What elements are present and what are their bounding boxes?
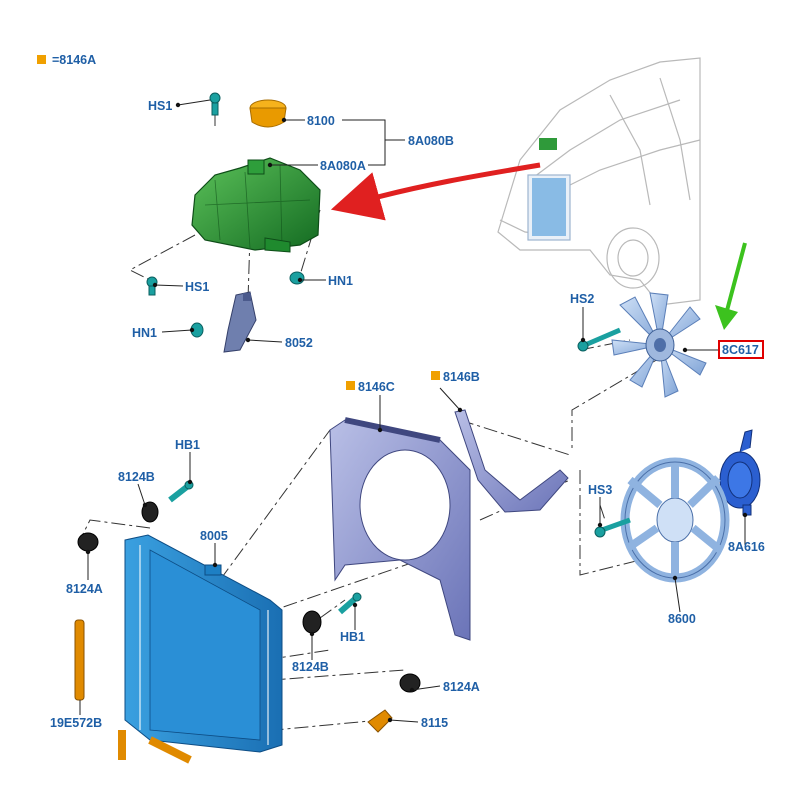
locator-arrow [330, 162, 541, 221]
hose-19e572b [74, 619, 85, 701]
fan-clutch [719, 429, 761, 516]
fan-ring [620, 457, 730, 583]
mount-8124a-left [77, 532, 99, 552]
fastener-hs1-bottom [146, 276, 158, 296]
label-mount-b-mid: 8124B [292, 660, 329, 674]
label-mount-top-left: 8124B [118, 470, 155, 484]
vehicle-tank-highlight [539, 138, 557, 150]
label-hb1-mid: HB1 [340, 630, 365, 644]
nut-hn1-right [289, 271, 305, 285]
fan [611, 292, 707, 398]
label-cap: 8100 [307, 114, 335, 128]
vehicle-illustration [497, 57, 701, 306]
cap [249, 99, 287, 128]
label-mount-a-left: 8124A [66, 582, 103, 596]
leader-dots [85, 102, 748, 723]
mount-8124a-right [399, 673, 421, 693]
label-hb1-top: HB1 [175, 438, 200, 452]
legend-text: =8146A [52, 53, 96, 67]
leader-lines [79, 99, 746, 723]
label-bracket: 8052 [285, 336, 313, 350]
fastener-hs1-top [209, 92, 221, 116]
label-hose-left: 19E572B [50, 716, 102, 730]
label-hs2: HS2 [570, 292, 594, 306]
label-fan-ring: 8600 [668, 612, 696, 626]
sensor-8115 [367, 709, 393, 733]
legend-marker [37, 55, 46, 64]
label-hn1-right: HN1 [328, 274, 353, 288]
bolt-hb1-mid [338, 592, 362, 615]
mount-8124b-mid [302, 610, 322, 634]
label-hs3: HS3 [588, 483, 612, 497]
coolant-tank [191, 157, 321, 253]
label-tank-group: 8A080B [408, 134, 454, 148]
bolt-hs2 [577, 327, 621, 352]
label-hn1-left: HN1 [132, 326, 157, 340]
mount-8124b-top [141, 501, 159, 523]
fan-label-highlight [718, 340, 764, 359]
bracket [223, 291, 257, 353]
label-mount-a-right: 8124A [443, 680, 480, 694]
bolt-hs3 [594, 517, 631, 538]
label-tank: 8A080A [320, 159, 366, 173]
label-hs1-bottom: HS1 [185, 280, 209, 294]
label-radiator: 8005 [200, 529, 228, 543]
side-shroud [454, 409, 569, 513]
label-sensor: 8115 [421, 716, 448, 730]
vehicle-radiator-highlight [532, 178, 566, 236]
callout-arrow [715, 242, 747, 330]
label-hs1-top: HS1 [148, 99, 172, 113]
marker-8146c [346, 381, 355, 390]
label-shroud-upper: 8146C [358, 380, 395, 394]
radiator [124, 534, 283, 753]
label-shroud-side: 8146B [443, 370, 480, 384]
marker-8146b [431, 371, 440, 380]
orange-lines-bottom [118, 730, 192, 764]
label-clutch: 8A616 [728, 540, 765, 554]
fan-shroud [329, 417, 471, 641]
label-fan: 8C617 [722, 343, 759, 357]
